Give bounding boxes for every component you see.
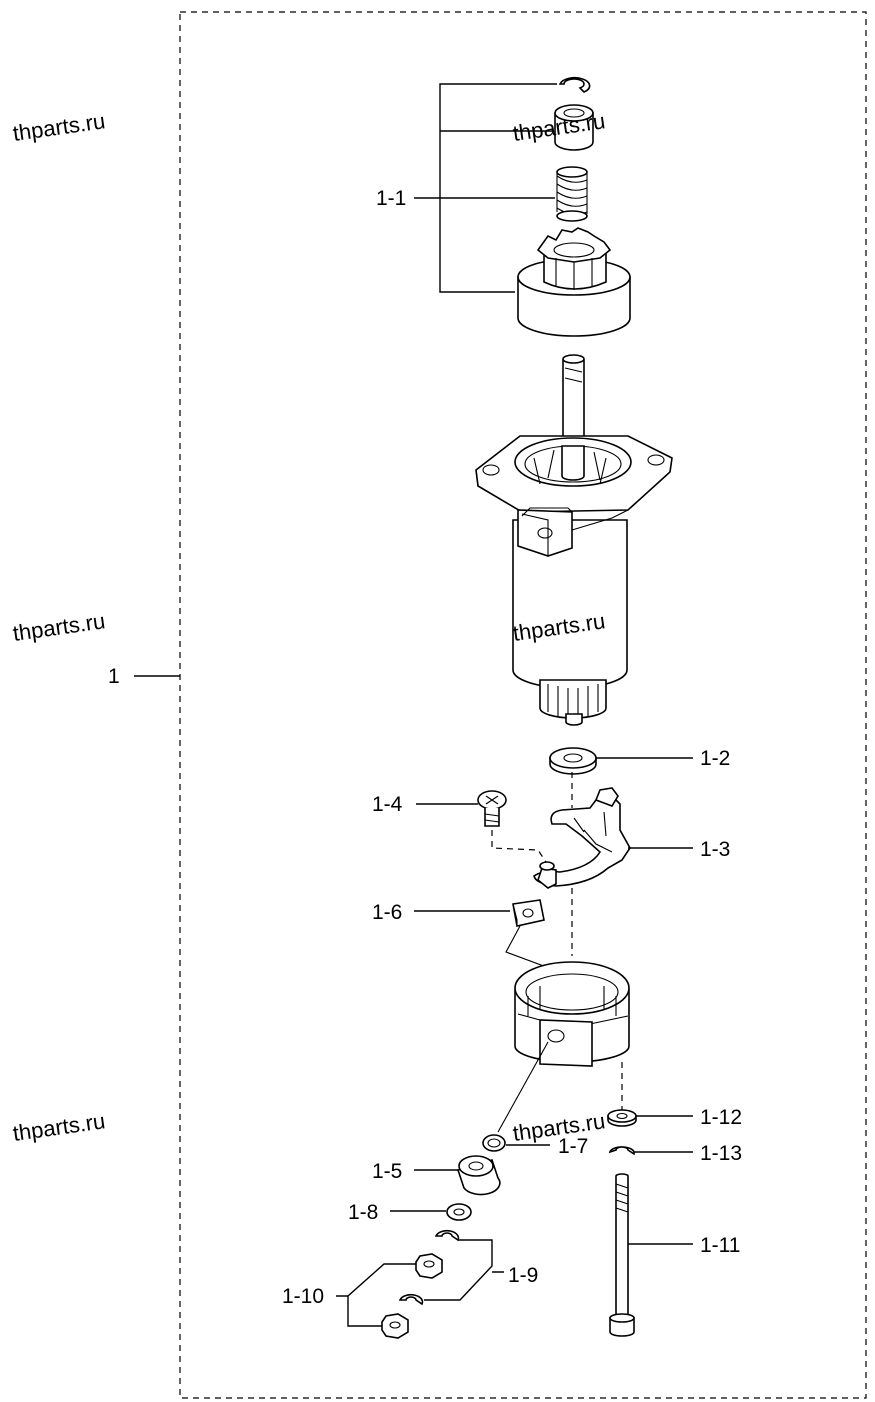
spring-washers-and-nuts: [336, 1229, 504, 1339]
insulator-bushing: [414, 1155, 501, 1196]
yoke-housing: [514, 961, 630, 1110]
callout-nut: 1-10: [282, 1285, 324, 1308]
callout-washer-top: 1-2: [700, 747, 730, 770]
callout-lock-washer-bolt: 1-13: [700, 1142, 742, 1165]
brush-holder: [533, 772, 693, 956]
callout-flat-washer: 1-8: [348, 1201, 378, 1224]
watermark-left-top: thparts.ru: [11, 108, 107, 146]
watermark-left-bottom: thparts.ru: [11, 1108, 107, 1146]
callout-screw: 1-4: [372, 793, 403, 816]
starter-motor-body: [475, 354, 673, 726]
o-ring: [482, 1041, 550, 1152]
lock-washer-bolt: [608, 1146, 693, 1156]
callout-insulator-bushing: 1-5: [372, 1160, 402, 1183]
callout-spring-washer: 1-9: [508, 1264, 538, 1287]
screw: [416, 790, 547, 863]
pinion-kit-group: [414, 76, 631, 337]
washer-top: [549, 747, 693, 775]
callout-pinion-kit: 1-1: [376, 187, 406, 210]
callout-washer-bolt: 1-12: [700, 1106, 742, 1129]
flat-washer: [390, 1203, 472, 1221]
callout-through-bolt: 1-11: [700, 1234, 740, 1257]
callout-brush-holder: 1-3: [700, 838, 730, 861]
stopper-collar: [554, 104, 594, 151]
pinion-gear: [517, 227, 631, 337]
pinion-spring: [556, 166, 588, 222]
assembly-boundary: [179, 11, 867, 1399]
callout-assembly: 1: [108, 665, 120, 688]
through-bolt: [609, 1173, 693, 1337]
watermark-left-middle: thparts.ru: [11, 608, 107, 646]
callout-square-nut: 1-6: [372, 901, 402, 924]
snap-ring: [558, 76, 591, 93]
callout-o-ring: 1-7: [558, 1135, 588, 1158]
washer-bolt: [607, 1109, 693, 1127]
pinion-kit-bracket: [439, 83, 557, 293]
